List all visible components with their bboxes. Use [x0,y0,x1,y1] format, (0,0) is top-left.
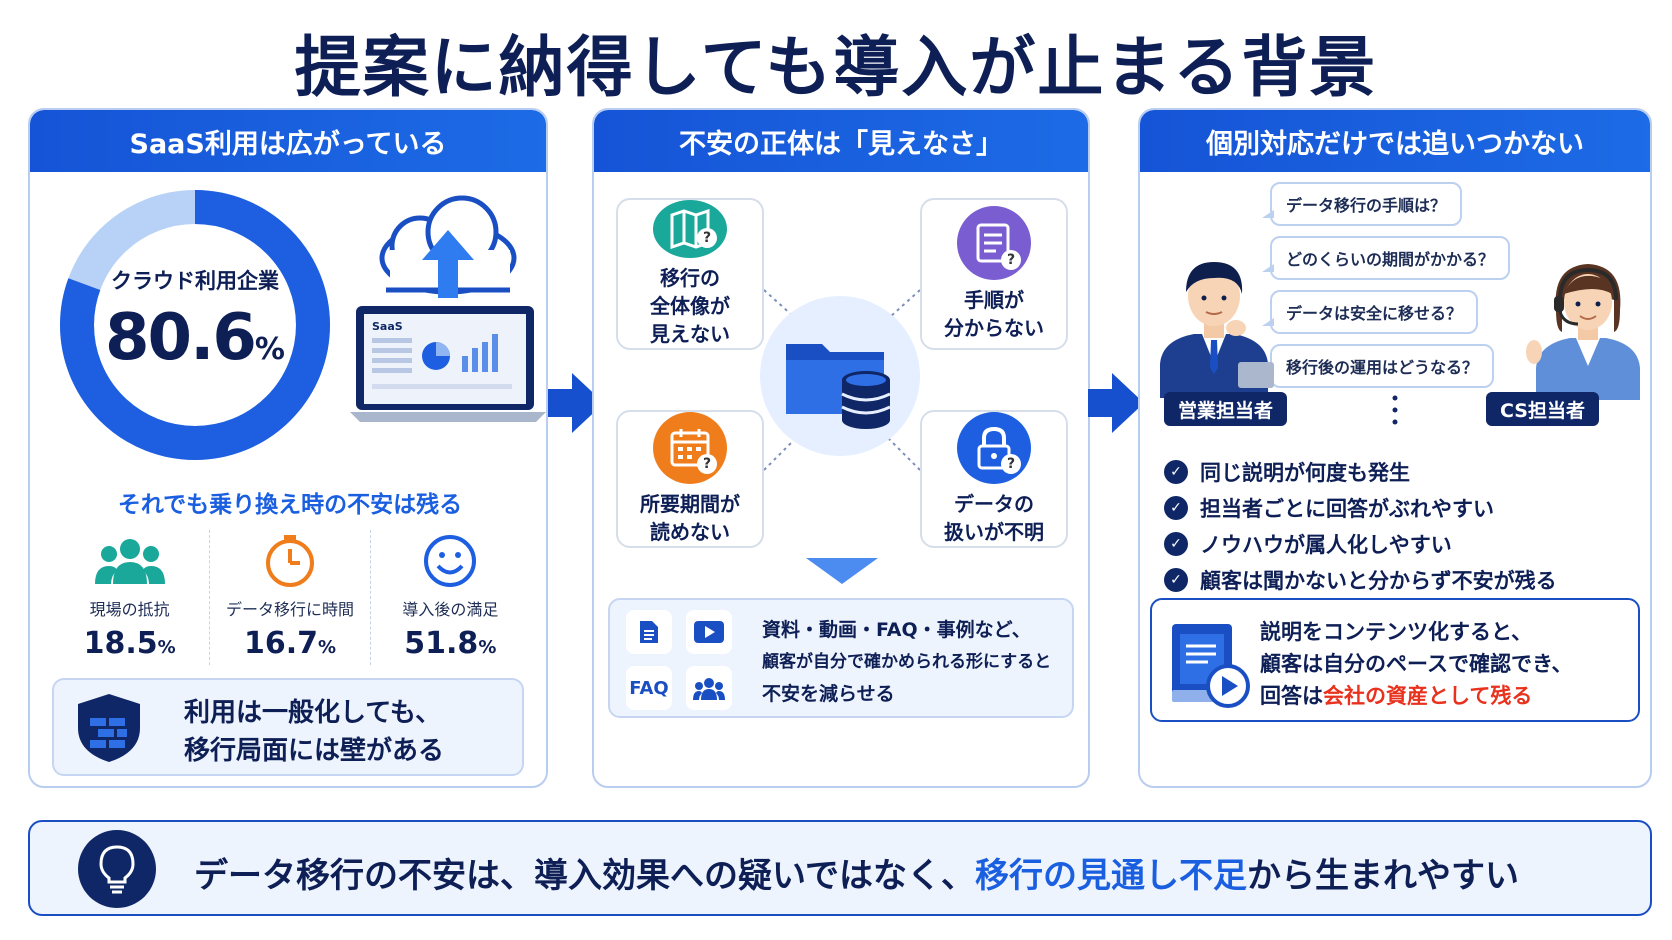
unclear-duration-card: ? 所要期間が読めない [616,410,764,548]
question-bubble: データは安全に移せる？ [1261,290,1479,334]
panel-header: SaaS利用は広がっている [30,110,546,172]
issue-checklist: ✓同じ説明が何度も発生 ✓担当者ごとに回答がぶれやすい ✓ノウハウが属人化しやす… [1164,454,1557,598]
donut-main-arc [60,190,330,460]
card-text: データの扱いが不明 [944,492,1044,544]
sales-role-badge: 営業担当者 [1164,392,1288,426]
smiley-icon [422,530,478,592]
book-video-icon [1166,620,1252,712]
callout-text: 説明をコンテンツ化すると、 顧客は自分のペースで確認でき、 回答は会社の資産とし… [1260,620,1573,708]
donut-chart: クラウド利用企業 80.6% [50,180,340,470]
video-play-icon [686,610,732,654]
page-title: 提案に納得しても導入が止まる背景 [294,29,1378,106]
people-icon [94,530,165,592]
callout-text: 利用は一般化しても、 移行局面には壁がある [184,698,445,766]
stat-value: 18.5% [83,626,176,661]
check-icon: ✓ [1164,460,1188,484]
panel-header: 個別対応だけでは追いつかない [1140,110,1650,172]
callout-text: 資料・動画・FAQ・事例など、 顧客が自分で確かめられる形にすると 不安を減らせ… [762,619,1052,705]
question-bubble: 移行後の運用はどうなる？ [1261,344,1495,388]
stat-migration-time: データ移行に時間 16.7% [210,530,371,665]
summary-banner: データ移行の不安は、導入効果への疑いではなく、移行の見通し不足から生まれやすい [28,820,1652,916]
laptop-icon: SaaS [350,306,546,422]
check-icon: ✓ [1164,532,1188,556]
laptop-screen-label: SaaS [372,320,403,333]
folder-database-icon [786,344,891,429]
document-icon [626,610,672,654]
check-item: ✓同じ説明が何度も発生 [1164,454,1557,490]
cs-role-badge: CS担当者 [1486,392,1599,426]
map-icon: ? [653,200,727,258]
stat-label: データ移行に時間 [225,600,354,619]
stat-label: 現場の抵抗 [89,600,170,619]
panel2-callout: FAQ 資料・動画・FAQ・事例など、 顧客が自分で確かめられる形にすると 不安… [608,598,1074,718]
stat-value: 51.8% [404,626,497,661]
donut-label: クラウド利用企業 [111,269,279,293]
clock-icon [262,530,318,592]
subheading: それでも乗り換え時の不安は残る [117,492,463,518]
question-bubble: どのくらいの期間がかかる？ [1261,236,1511,280]
check-item: ✓ノウハウが属人化しやすい [1164,526,1557,562]
stat-value: 16.7% [243,626,337,661]
panel1-callout: 利用は一般化しても、 移行局面には壁がある [52,678,524,776]
check-icon: ✓ [1164,568,1188,592]
panel-invisibility: 不安の正体は「見えなさ」 ? 移行の全体像が見えない ? [592,108,1090,788]
cloud-upload-icon [379,195,517,298]
checklist-icon: ? [957,206,1031,280]
sales-person-avatar [1154,248,1274,402]
calendar-icon: ? [653,412,727,484]
check-item: ✓担当者ごとに回答がぶれやすい [1164,490,1557,526]
shield-wall-icon [74,692,144,768]
card-text: 所要期間が読めない [640,492,740,544]
unclear-steps-card: ? 手順が分からない [920,198,1068,350]
ellipsis-vertical-icon [1392,395,1398,425]
panel3-callout: 説明をコンテンツ化すると、 顧客は自分のペースで確認でき、 回答は会社の資産とし… [1150,598,1640,722]
panel-header: 不安の正体は「見えなさ」 [594,110,1088,172]
stat-satisfaction: 導入後の満足 51.8% [371,530,530,665]
check-icon: ✓ [1164,496,1188,520]
down-arrow-icon [806,558,878,584]
laptop-cloud-illustration: SaaS [350,188,546,428]
center-circle [760,296,920,456]
card-text: 手順が分からない [944,288,1044,340]
banner-text: データ移行の不安は、導入効果への疑いではなく、移行の見通し不足から生まれやすい [194,856,1519,896]
lock-icon: ? [957,412,1031,484]
panel-individual-support: 個別対応だけでは追いつかない データ移行の手順は？ どのくらいの期間がかかる？ … [1138,108,1652,788]
question-bubble: データ移行の手順は？ [1261,182,1463,226]
unclear-overview-card: ? 移行の全体像が見えない [616,198,764,350]
cs-person-avatar [1526,250,1650,404]
faq-icon: FAQ [626,666,672,710]
stat-label: 導入後の満足 [402,600,499,619]
stat-resistance: 現場の抵抗 18.5% [50,530,211,665]
panel-saas-usage: SaaS利用は広がっている クラウド利用企業 80.6% SaaS [28,108,548,788]
card-text: 移行の全体像が見えない [650,266,730,346]
donut-value: 80.6% [105,301,285,375]
donut-svg [60,190,330,460]
check-item: ✓顧客は聞かないと分からず不安が残る [1164,562,1557,598]
people-case-icon [686,666,732,710]
stats-row: 現場の抵抗 18.5% データ移行に時間 16.7% 導入後の満足 51.8% [50,530,530,665]
unclear-data-handling-card: ? データの扱いが不明 [920,410,1068,548]
lightbulb-icon [78,830,156,908]
